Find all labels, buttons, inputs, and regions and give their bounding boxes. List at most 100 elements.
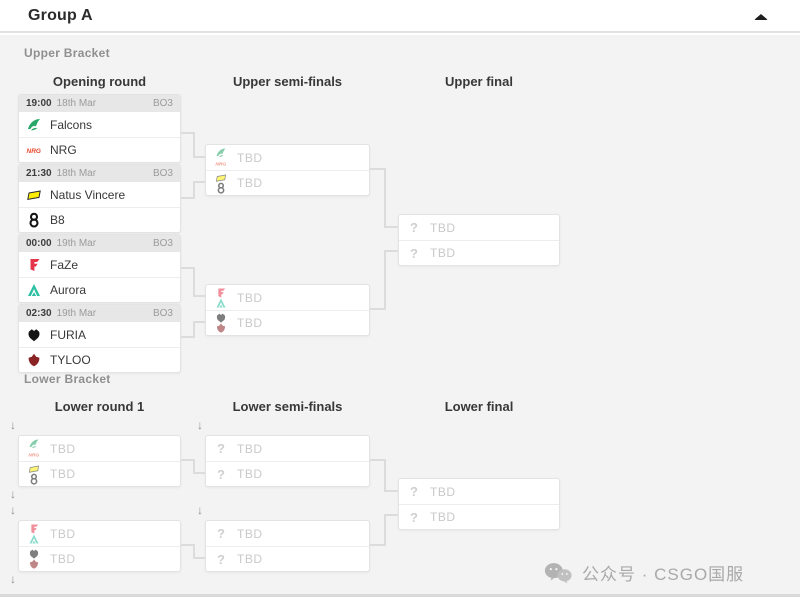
team-slot[interactable]: ? TBD xyxy=(399,504,559,529)
lower-bracket-label: Lower Bracket xyxy=(24,372,111,386)
match-card-lower-round1-1[interactable]: TBD TBD xyxy=(18,435,181,487)
match-card-upper-final[interactable]: ? TBD ? TBD xyxy=(398,214,560,266)
team-slot[interactable]: TBD xyxy=(19,546,180,571)
team-slot[interactable]: ? TBD xyxy=(206,461,369,486)
tbd-label: TBD xyxy=(50,441,76,456)
match-card-upper-semi-2[interactable]: TBD TBD xyxy=(205,284,370,336)
b8-logo-icon xyxy=(26,212,42,228)
bracket-connector xyxy=(193,557,205,559)
question-mark-icon: ? xyxy=(217,551,225,567)
group-header: Group A xyxy=(0,0,800,33)
tbd-label: TBD xyxy=(50,526,76,541)
watermark-text: 公众号 · CSGO国服 xyxy=(582,565,745,584)
column-header-lower-semi-finals: Lower semi-finals xyxy=(232,399,343,414)
tbd-label: TBD xyxy=(237,176,263,190)
match-format: BO3 xyxy=(152,168,173,179)
team-slot[interactable]: TBD xyxy=(19,461,180,486)
possible-teams-icons xyxy=(26,464,42,484)
tyloo-logo-icon xyxy=(28,558,40,570)
team-slot[interactable]: ? TBD xyxy=(399,479,559,504)
team-slot[interactable]: TBD xyxy=(206,310,369,335)
team-name: TYLOO xyxy=(50,353,91,367)
team-slot[interactable]: ? TBD xyxy=(206,521,369,546)
furia-logo-icon xyxy=(26,327,42,343)
match-card-opening-2[interactable]: 21:30 18th Mar BO3 Natus Vincere B8 xyxy=(18,164,181,233)
match-card-lower-round1-2[interactable]: TBD TBD xyxy=(18,520,181,572)
bracket-connector xyxy=(193,544,195,559)
team-slot[interactable]: TBD xyxy=(206,285,369,310)
match-time: 00:00 xyxy=(26,238,52,249)
column-header-opening-round: Opening round xyxy=(52,74,147,89)
possible-teams-icons xyxy=(213,148,229,168)
team-row[interactable]: Natus Vincere xyxy=(19,182,180,207)
team-row[interactable]: NRG xyxy=(19,137,180,162)
tbd-label: TBD xyxy=(50,467,76,481)
team-slot[interactable]: TBD xyxy=(206,145,369,170)
team-slot[interactable]: TBD xyxy=(206,170,369,195)
team-slot[interactable]: ? TBD xyxy=(399,240,559,265)
team-slot[interactable]: ? TBD xyxy=(206,436,369,461)
team-row[interactable]: FURIA xyxy=(19,322,180,347)
bracket-connector xyxy=(384,250,386,310)
nrg-logo-icon xyxy=(26,142,42,158)
team-row[interactable]: Aurora xyxy=(19,277,180,302)
match-card-opening-1[interactable]: 19:00 18th Mar BO3 Falcons NRG xyxy=(18,94,181,163)
team-name: Falcons xyxy=(50,117,93,132)
column-header-upper-semi-finals: Upper semi-finals xyxy=(232,74,343,89)
possible-teams-icons xyxy=(213,173,229,193)
bracket-content: Upper Bracket Opening round Upper semi-f… xyxy=(0,35,800,597)
bracket-connector xyxy=(384,226,398,228)
bracket-connector xyxy=(370,168,384,170)
match-card-lower-final[interactable]: ? TBD ? TBD xyxy=(398,478,560,530)
team-row[interactable]: TYLOO xyxy=(19,347,180,372)
match-card-lower-semi-2[interactable]: ? TBD ? TBD xyxy=(205,520,370,572)
team-row[interactable]: FaZe xyxy=(19,252,180,277)
tbd-label: TBD xyxy=(237,552,263,566)
tyloo-logo-icon xyxy=(215,322,227,334)
match-card-lower-semi-1[interactable]: ? TBD ? TBD xyxy=(205,435,370,487)
match-format: BO3 xyxy=(152,308,173,319)
match-format: BO3 xyxy=(152,238,173,249)
aurora-logo-icon xyxy=(28,533,40,545)
team-slot[interactable]: ? TBD xyxy=(206,546,369,571)
team-slot[interactable]: ? TBD xyxy=(399,215,559,240)
team-slot[interactable]: TBD xyxy=(19,521,180,546)
caret-up-icon[interactable] xyxy=(754,14,768,20)
question-mark-icon: ? xyxy=(410,509,418,525)
column-header-upper-final: Upper final xyxy=(445,74,513,89)
upper-bracket-label: Upper Bracket xyxy=(24,46,110,60)
tbd-label: TBD xyxy=(237,526,263,541)
match-time: 02:30 xyxy=(26,308,52,319)
column-header-lower-final: Lower final xyxy=(444,399,514,414)
match-card-opening-3[interactable]: 00:00 19th Mar BO3 FaZe Aurora xyxy=(18,234,181,303)
team-row[interactable]: B8 xyxy=(19,207,180,232)
bracket-connector xyxy=(370,544,384,546)
tbd-label: TBD xyxy=(430,220,456,235)
match-card-opening-4[interactable]: 02:30 19th Mar BO3 FURIA TYLOO xyxy=(18,304,181,373)
possible-teams-icons xyxy=(26,439,42,459)
possible-teams-icons xyxy=(213,288,229,308)
down-arrow-icon: ↓ xyxy=(10,487,16,501)
bracket-connector xyxy=(181,267,195,269)
bracket-connector xyxy=(384,250,398,252)
bracket-connector xyxy=(193,132,195,158)
team-slot[interactable]: TBD xyxy=(19,436,180,461)
tbd-label: TBD xyxy=(237,290,263,305)
match-date: 19th Mar xyxy=(56,308,97,319)
bracket-connector xyxy=(193,472,205,474)
match-header: 00:00 19th Mar BO3 xyxy=(19,235,180,252)
aurora-logo-icon xyxy=(26,282,42,298)
team-name: NRG xyxy=(50,143,77,157)
bracket-connector xyxy=(193,181,195,199)
tyloo-logo-icon xyxy=(26,352,42,368)
bracket-connector xyxy=(193,321,195,338)
question-mark-icon: ? xyxy=(410,484,418,499)
match-card-upper-semi-1[interactable]: TBD TBD xyxy=(205,144,370,196)
match-date: 18th Mar xyxy=(56,168,97,179)
group-title: Group A xyxy=(28,6,93,24)
b8-logo-icon xyxy=(215,182,227,194)
team-row[interactable]: Falcons xyxy=(19,112,180,137)
bracket-connector xyxy=(193,267,195,297)
navi-logo-icon xyxy=(26,187,42,203)
bracket-connector xyxy=(384,514,398,516)
